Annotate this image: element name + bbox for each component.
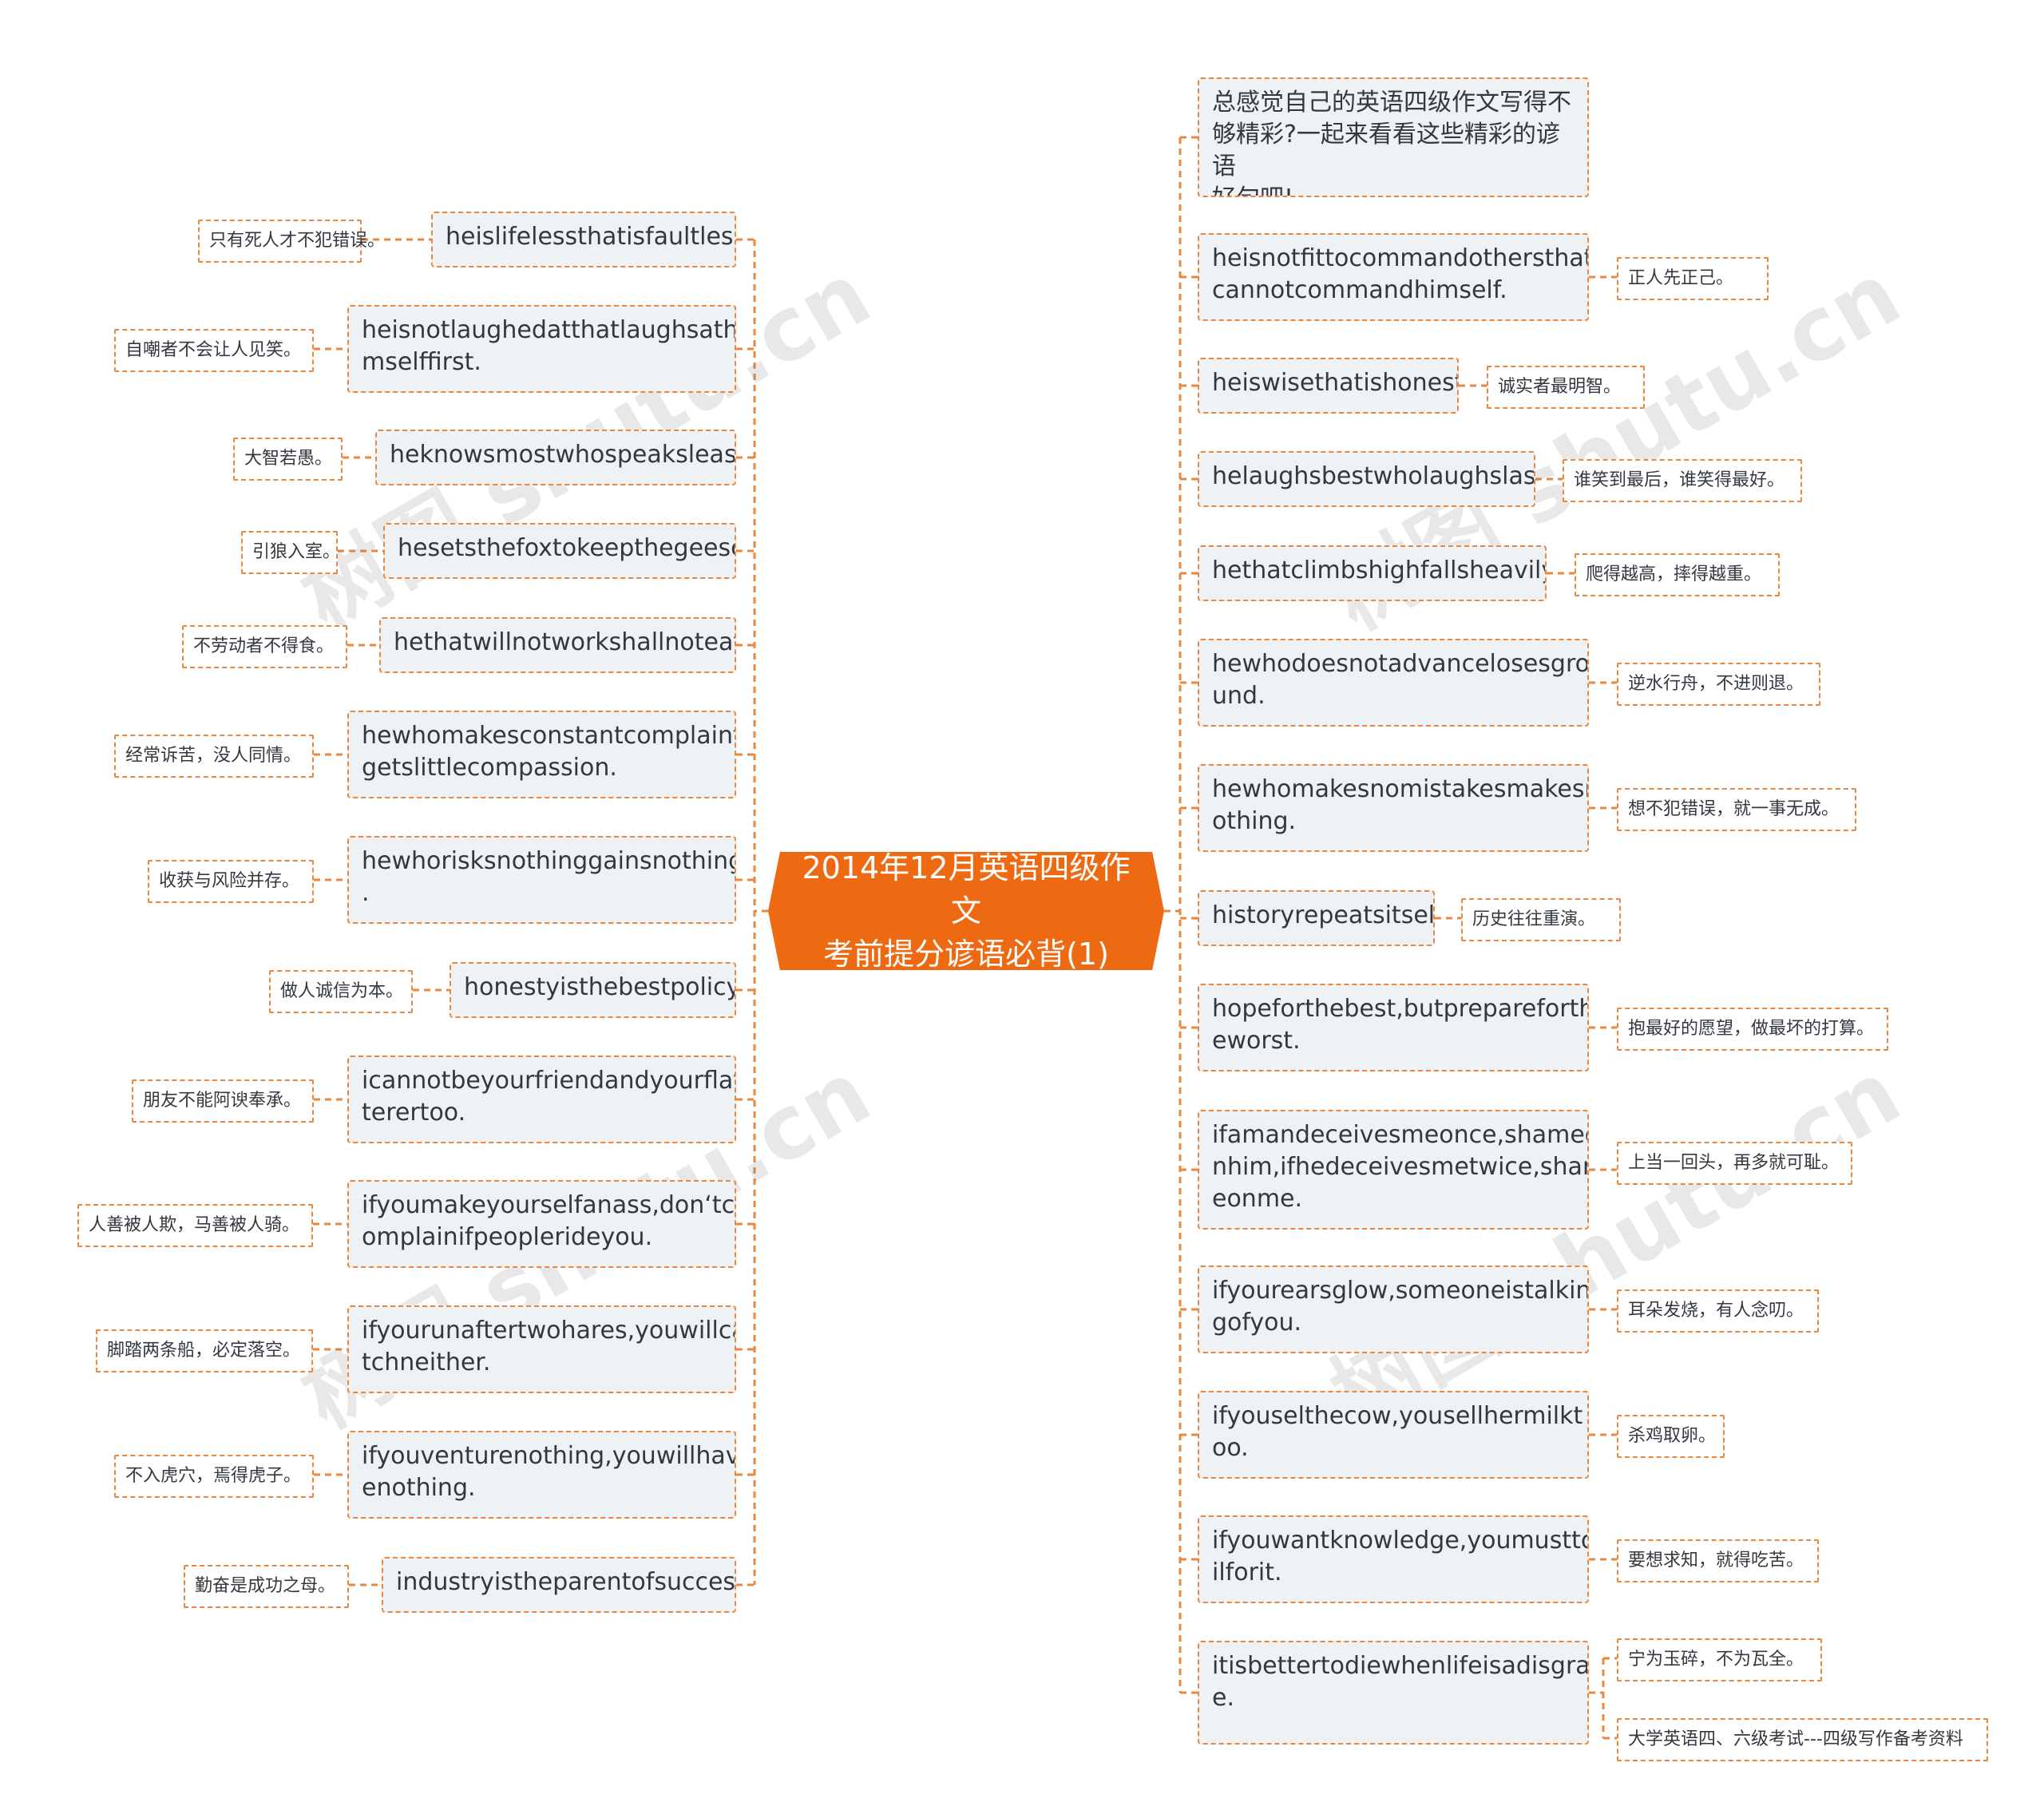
translation-note: 不入虎穴，焉得虎子。 [114, 1455, 314, 1498]
proverb-node[interactable]: ifamandeceivesmeonce,shameo nhim,ifhedec… [1198, 1110, 1589, 1230]
proverb-node[interactable]: ifyourearsglow,someoneistalkin gofyou. [1198, 1265, 1589, 1353]
translation-note: 大智若愚。 [233, 438, 343, 481]
proverb-node[interactable]: heislifelessthatisfaultless. [431, 212, 736, 267]
proverb-node[interactable]: ifyourunaftertwohares,youwillca tchneith… [347, 1305, 736, 1393]
proverb-node[interactable]: helaughsbestwholaughslast. [1198, 451, 1535, 507]
proverb-node[interactable]: heknowsmostwhospeaksleast. [375, 430, 736, 485]
translation-note: 宁为玉碎，不为瓦全。 [1617, 1638, 1822, 1681]
translation-note: 要想求知，就得吃苦。 [1617, 1539, 1819, 1582]
translation-note: 人善被人欺，马善被人骑。 [77, 1204, 313, 1247]
proverb-node[interactable]: historyrepeatsitself. [1198, 890, 1435, 946]
proverb-node[interactable]: hesetsthefoxtokeepthegeese. [383, 523, 736, 579]
translation-note: 抱最好的愿望，做最坏的打算。 [1617, 1008, 1888, 1051]
translation-note: 逆水行舟，不进则退。 [1617, 663, 1820, 706]
proverb-node[interactable]: heiswisethatishonest. [1198, 358, 1459, 414]
proverb-node[interactable]: ifyouselthecow,yousellhermilkt oo. [1198, 1391, 1589, 1479]
translation-note: 自嘲者不会让人见笑。 [114, 329, 314, 372]
translation-note: 朋友不能阿谀奉承。 [132, 1079, 314, 1123]
translation-note: 不劳动者不得食。 [182, 625, 347, 668]
proverb-node[interactable]: hewhorisksnothinggainsnothing . [347, 836, 736, 924]
proverb-node[interactable]: heisnotfittocommandothersthat cannotcomm… [1198, 233, 1589, 321]
translation-note: 脚踏两条船，必定落空。 [96, 1329, 313, 1372]
proverb-node[interactable]: ifyouwantknowledge,youmustto ilforit. [1198, 1515, 1589, 1603]
proverb-node[interactable]: icannotbeyourfriendandyourflat terertoo. [347, 1056, 736, 1143]
translation-note: 爬得越高，摔得越重。 [1575, 553, 1780, 596]
translation-note: 诚实者最明智。 [1487, 366, 1645, 409]
proverb-node[interactable]: honestyisthebestpolicy. [450, 962, 736, 1018]
translation-note: 耳朵发烧，有人念叨。 [1617, 1289, 1819, 1333]
proverb-node[interactable]: hethatclimbshighfallsheavily. [1198, 545, 1547, 601]
translation-note: 想不犯错误，就一事无成。 [1617, 788, 1856, 831]
translation-note: 勤奋是成功之母。 [184, 1565, 349, 1608]
proverb-node[interactable]: ifyoumakeyourselfanass,don‘tc omplainifp… [347, 1180, 736, 1268]
proverb-node[interactable]: ifyouventurenothing,youwillhav enothing. [347, 1431, 736, 1519]
translation-note: 收获与风险并存。 [148, 860, 314, 903]
proverb-node[interactable]: industryistheparentofsuccess. [382, 1557, 736, 1613]
translation-note: 历史往往重演。 [1461, 898, 1621, 941]
proverb-node[interactable]: 总感觉自己的英语四级作文写得不 够精彩?一起来看看这些精彩的谚语 好句吧! [1198, 77, 1589, 197]
proverb-node[interactable]: hewhomakesconstantcomplaint getslittleco… [347, 711, 736, 798]
translation-note: 杀鸡取卵。 [1617, 1415, 1725, 1458]
proverb-node[interactable]: itisbettertodiewhenlifeisadisgrac e. [1198, 1641, 1589, 1745]
translation-note: 谁笑到最后，谁笑得最好。 [1563, 459, 1802, 502]
translation-note: 做人诚信为本。 [269, 970, 413, 1013]
proverb-node[interactable]: hopeforthebest,butprepareforth eworst. [1198, 984, 1589, 1071]
translation-note: 上当一回头，再多就可耻。 [1617, 1142, 1852, 1185]
translation-note: 正人先正己。 [1617, 257, 1769, 300]
translation-note: 大学英语四、六级考试---四级写作备考资料 [1617, 1718, 1988, 1761]
proverb-node[interactable]: heisnotlaughedatthatlaughsathi mselffirs… [347, 305, 736, 393]
translation-note: 经常诉苦，没人同情。 [114, 735, 314, 778]
proverb-node[interactable]: hethatwillnotworkshallnoteat. [379, 617, 736, 673]
proverb-node[interactable]: hewhodoesnotadvancelosesgro und. [1198, 639, 1589, 727]
root-topic[interactable]: 2014年12月英语四级作文 考前提分谚语必背(1) [768, 852, 1164, 970]
translation-note: 只有死人才不犯错误。 [198, 220, 385, 263]
proverb-node[interactable]: hewhomakesnomistakesmakesn othing. [1198, 764, 1589, 852]
translation-note: 引狼入室。 [241, 531, 340, 574]
